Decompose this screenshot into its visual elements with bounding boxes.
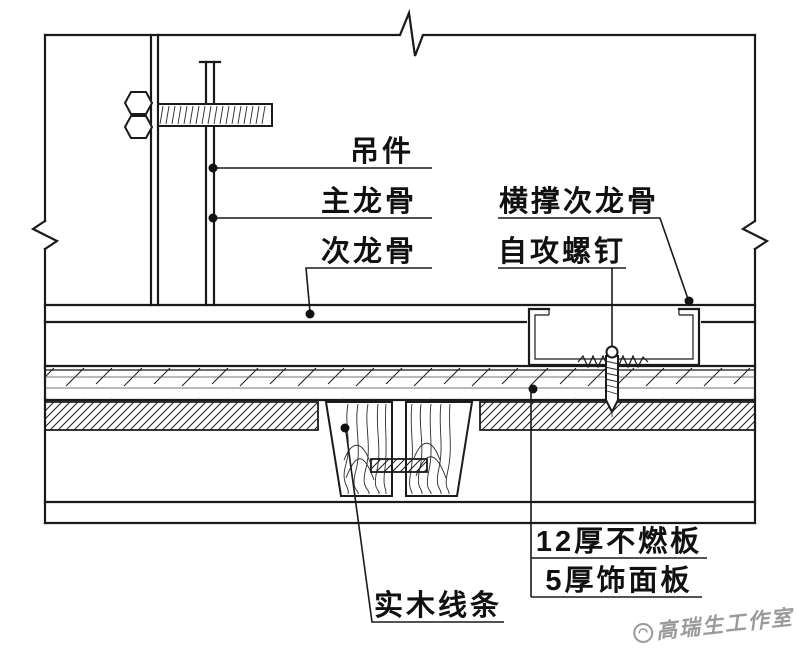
- label-hanger: 吊件: [350, 135, 414, 168]
- screw-head: [605, 345, 619, 359]
- label-finish-panel: 5厚饰面板: [545, 564, 692, 597]
- label-fireproof-board: 12厚不燃板: [536, 525, 702, 558]
- rod-threads: [159, 105, 266, 125]
- leader-board-panel: [530, 389, 707, 598]
- finish-panel-left: [44, 401, 319, 431]
- leader-cross-brace: [498, 217, 689, 300]
- leader-secondary-runner: [305, 267, 432, 313]
- hanger-assembly: [123, 33, 273, 307]
- leader-screw: [498, 267, 626, 347]
- spline-key: [370, 458, 428, 473]
- label-secondary-runner: 次龙骨: [321, 235, 417, 268]
- screw-threads: [604, 360, 620, 395]
- wood-block-left: [324, 401, 393, 497]
- label-solid-wood-trim: 实木线条: [374, 588, 502, 622]
- watermark-text: 高瑞生工作室: [655, 605, 796, 643]
- studio-watermark: 高瑞生工作室: [633, 605, 796, 644]
- fireproof-board-layer: [43, 364, 757, 402]
- self-tapping-screw-assembly: [577, 342, 649, 417]
- annotation-labels: 吊件 主龙骨 次龙骨 横撑次龙骨 自攻螺钉 实木线条 12厚不燃板 5厚饰面板: [321, 135, 702, 622]
- hex-nut-upper: [123, 91, 154, 115]
- label-main-runner: 主龙骨: [321, 185, 417, 218]
- watermark-logo-icon: [633, 622, 654, 643]
- section-border-lines: [30, 8, 770, 525]
- right-break-line: [740, 33, 770, 525]
- hex-nut-lower: [123, 115, 154, 139]
- finish-panel-right: [479, 401, 756, 431]
- left-break-line: [30, 33, 60, 525]
- screw-shaft: [605, 355, 619, 415]
- leader-wood-trim: [345, 430, 504, 623]
- finish-panel-layer: [44, 401, 756, 431]
- label-cross-brace-runner: 横撑次龙骨: [499, 185, 659, 218]
- wood-block-right: [405, 401, 474, 497]
- ceiling-slab-line: [43, 8, 757, 57]
- leader-lines: [208, 163, 707, 623]
- label-self-tapping-screw: 自攻螺钉: [498, 235, 626, 268]
